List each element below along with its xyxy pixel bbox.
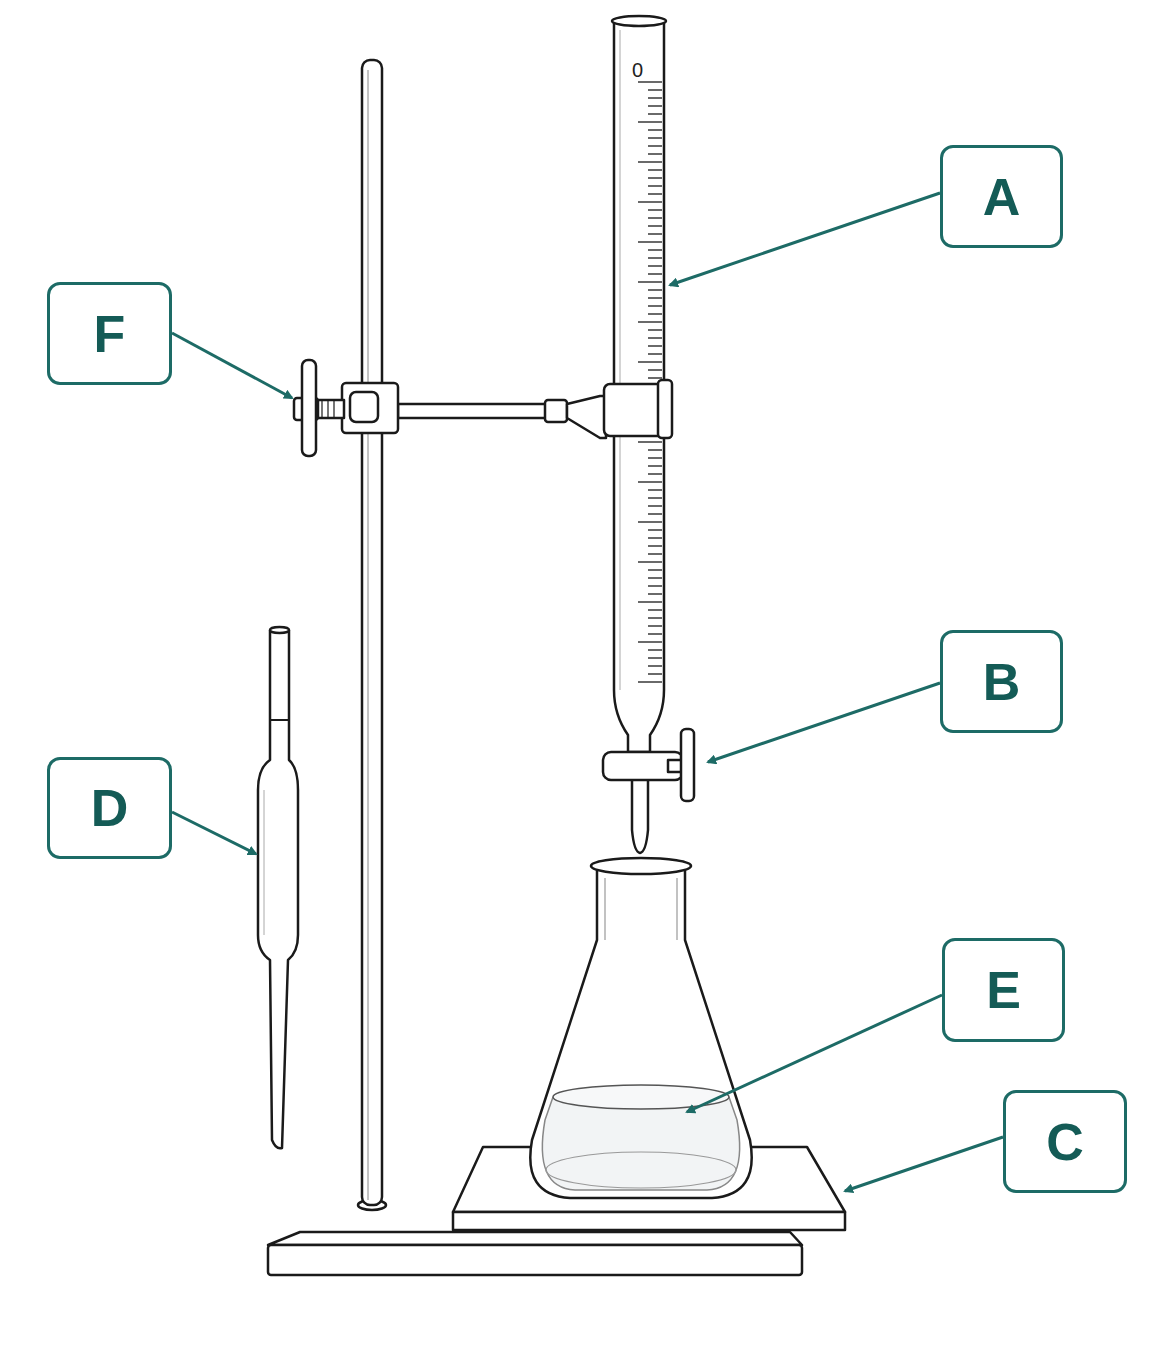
scale-mark: 0	[632, 60, 643, 80]
leader-line	[708, 683, 940, 762]
callout-letter: E	[986, 964, 1021, 1016]
callout-letter: C	[1046, 1116, 1084, 1168]
leader-line	[172, 333, 292, 398]
burette-clamp	[294, 360, 672, 456]
callout-letter: D	[91, 782, 129, 834]
callout-box: E	[942, 938, 1065, 1042]
callout-letter: B	[983, 656, 1021, 708]
callout-letter: A	[983, 171, 1021, 223]
stand-rod	[358, 60, 386, 1210]
leader-line	[172, 812, 256, 854]
stopcock	[603, 729, 694, 801]
callout-box: F	[47, 282, 172, 385]
callout-letter: F	[94, 308, 126, 360]
leader-line	[845, 1137, 1003, 1191]
pipette	[258, 627, 298, 1148]
leader-line	[670, 193, 940, 285]
callout-box: C	[1003, 1090, 1127, 1193]
stand-base	[268, 1232, 802, 1275]
conical-flask	[530, 858, 751, 1198]
callout-box: D	[47, 757, 172, 859]
callout-box: A	[940, 145, 1063, 248]
leader-line	[687, 995, 942, 1112]
callout-box: B	[940, 630, 1063, 733]
